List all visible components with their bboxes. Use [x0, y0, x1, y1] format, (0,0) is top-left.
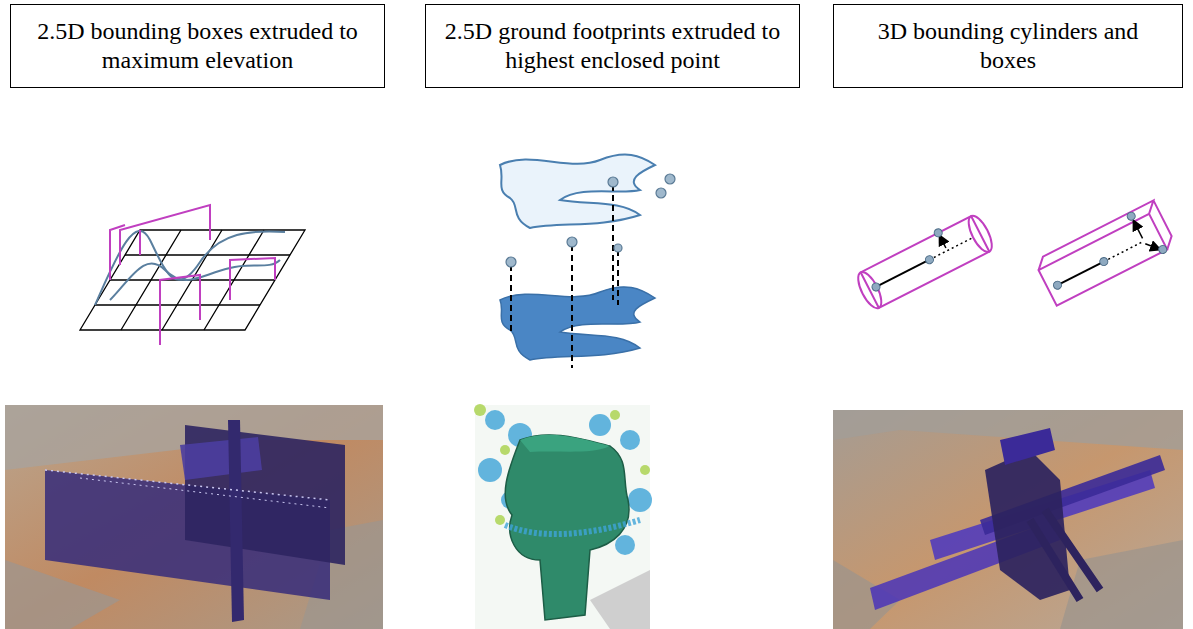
method-header-box: 3D bounding cylinders and boxes — [833, 4, 1183, 88]
site-photo — [833, 410, 1183, 629]
box-schematic — [1034, 200, 1177, 307]
footprint-schematic — [500, 155, 675, 368]
site-photo — [5, 405, 383, 629]
point-cloud-photo — [474, 404, 652, 629]
header-text: 3D bounding cylinders and boxes — [848, 17, 1168, 75]
grid-schematic — [80, 205, 305, 345]
header-text: 2.5D bounding boxes extruded to maximum … — [25, 17, 370, 75]
header-text: 2.5D ground footprints extruded to highe… — [440, 17, 785, 75]
method-header-box: 2.5D ground footprints extruded to highe… — [425, 4, 800, 88]
method-header-box: 2.5D bounding boxes extruded to maximum … — [10, 4, 385, 88]
cylinder-schematic — [852, 209, 997, 312]
